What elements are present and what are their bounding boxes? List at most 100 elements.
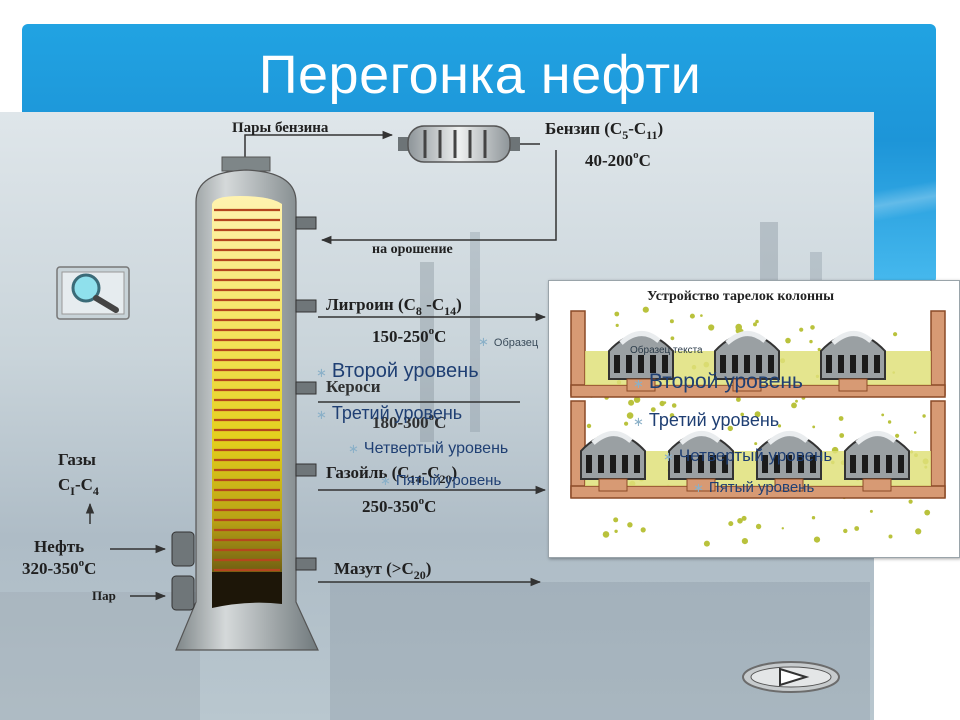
bubble: [613, 517, 619, 523]
bubble: [817, 347, 821, 352]
ligroin-dash: -C: [422, 295, 444, 314]
level2-text: Второй уровень: [331, 360, 479, 382]
bubble: [893, 332, 898, 337]
level4-placeholder-left: ∗ Четвертый уровень: [348, 440, 539, 458]
level3-text: Третий уровень: [331, 403, 463, 423]
gasoil-sub1: 14: [410, 472, 422, 486]
bubble: [741, 515, 747, 521]
bubble: [703, 540, 710, 547]
bullet-icon: ∗: [633, 376, 644, 391]
level4-placeholder-right: ∗Четвертый уровень: [663, 446, 832, 466]
gases-sub2: 4: [93, 484, 99, 498]
sample-text-b: Образец текста: [630, 345, 703, 356]
bubble: [843, 528, 848, 534]
kerosene-temp: 180-300: [372, 413, 429, 432]
bubble: [586, 423, 592, 429]
gasoil-temp: 250-350: [362, 497, 419, 516]
bullet-icon: ∗: [380, 473, 391, 488]
bubble: [753, 322, 757, 327]
bubble: [869, 509, 873, 513]
gasoil-temp-label: 250-350oC: [362, 495, 436, 516]
oil-unit: C: [84, 559, 96, 578]
ligroin-sub2: 14: [444, 304, 456, 318]
gasoil-degree: o: [419, 495, 425, 507]
level4-text: Четвертый уровень: [363, 440, 509, 457]
gasoline-dash: -C: [628, 119, 646, 138]
bullet-icon: ∗: [693, 480, 704, 495]
bubble: [854, 526, 860, 531]
level5-text: Пятый уровень: [395, 472, 502, 489]
bullet-icon: ∗: [478, 334, 489, 349]
bubble: [628, 399, 635, 406]
bubble: [659, 400, 665, 407]
bubble: [881, 413, 885, 417]
sample-text-placeholder-right: Образец текста: [630, 345, 703, 356]
inset-title: Устройство тарелок колонны: [647, 289, 834, 304]
bubble: [615, 323, 619, 327]
bubble: [813, 536, 821, 543]
ligroin-end: ): [456, 295, 462, 314]
bubble: [736, 397, 741, 402]
bubble: [650, 407, 656, 412]
bubble-cap: [820, 331, 886, 392]
bubble: [887, 420, 892, 424]
bubble: [663, 401, 667, 404]
bubble: [754, 411, 761, 418]
bubble: [812, 425, 816, 429]
bubble: [740, 412, 744, 417]
ligroin-unit: C: [434, 327, 446, 346]
gasoline-temp: 40-200: [585, 151, 633, 170]
sample-text-a: Образец: [493, 337, 539, 349]
gasoline-end: ): [658, 119, 664, 138]
bubble: [670, 336, 675, 341]
level3-placeholder-left: ∗Третий уровень: [316, 403, 462, 424]
gases-c: C: [58, 475, 70, 494]
bubble: [781, 527, 784, 530]
gasoil-sub2: 20: [440, 472, 452, 486]
bubble: [913, 431, 917, 434]
kerosene-degree: o: [429, 411, 435, 423]
bubble: [795, 399, 798, 403]
level2-placeholder-left: ∗Второй уровень: [316, 360, 479, 383]
mazut-end: ): [426, 559, 432, 578]
gasoline-vapor-label: Пары бензина: [232, 120, 329, 136]
bubble: [614, 529, 618, 533]
bubble-cap: [756, 431, 822, 492]
bubble: [922, 414, 926, 418]
kerosene-unit: C: [434, 413, 446, 432]
bullet-icon: ∗: [348, 441, 359, 456]
bubble: [626, 412, 634, 419]
bubble: [785, 337, 791, 344]
level3-placeholder-right: ∗Третий уровень: [633, 410, 779, 431]
gasoil-text: Газойль (C: [326, 463, 410, 482]
bubble: [838, 416, 844, 421]
bubble: [700, 314, 703, 317]
gases-label: Газы: [58, 450, 96, 469]
bubble: [627, 522, 633, 528]
level2-placeholder-right: ∗Второй уровень: [633, 370, 803, 394]
bubble: [735, 323, 742, 331]
gasoline-temp-label: 40-200oC: [585, 149, 651, 170]
gasoil-label: Газойль (C14-C20): [326, 463, 457, 486]
kerosene-label: Кероси: [326, 377, 381, 396]
oil-label: Нефть: [34, 537, 84, 556]
bubble: [689, 313, 695, 319]
bubble-cap: [714, 331, 780, 392]
level5-placeholder-left: ∗ Пятый уровень: [380, 472, 541, 489]
magnifier-icon[interactable]: [56, 266, 130, 320]
reflux-label: на орошение: [372, 242, 453, 257]
level3-text-right: Третий уровень: [648, 410, 780, 430]
bullet-icon: ∗: [663, 449, 674, 464]
bubble-caps: [580, 331, 910, 492]
next-arrow-icon[interactable]: [742, 661, 840, 693]
slide-title: Перегонка нефти: [258, 45, 702, 105]
gasoline-unit: C: [639, 151, 651, 170]
bubble-cap: [580, 431, 646, 492]
bubble: [669, 413, 675, 418]
bubble: [669, 319, 674, 324]
level5-text-right: Пятый уровень: [708, 479, 815, 496]
bubble: [924, 509, 931, 516]
kerosene-temp-label: 180-300oC: [372, 411, 446, 432]
gasoline-product-label: Бензип (C5-C11): [545, 119, 663, 142]
bubble-cap: [844, 431, 910, 492]
